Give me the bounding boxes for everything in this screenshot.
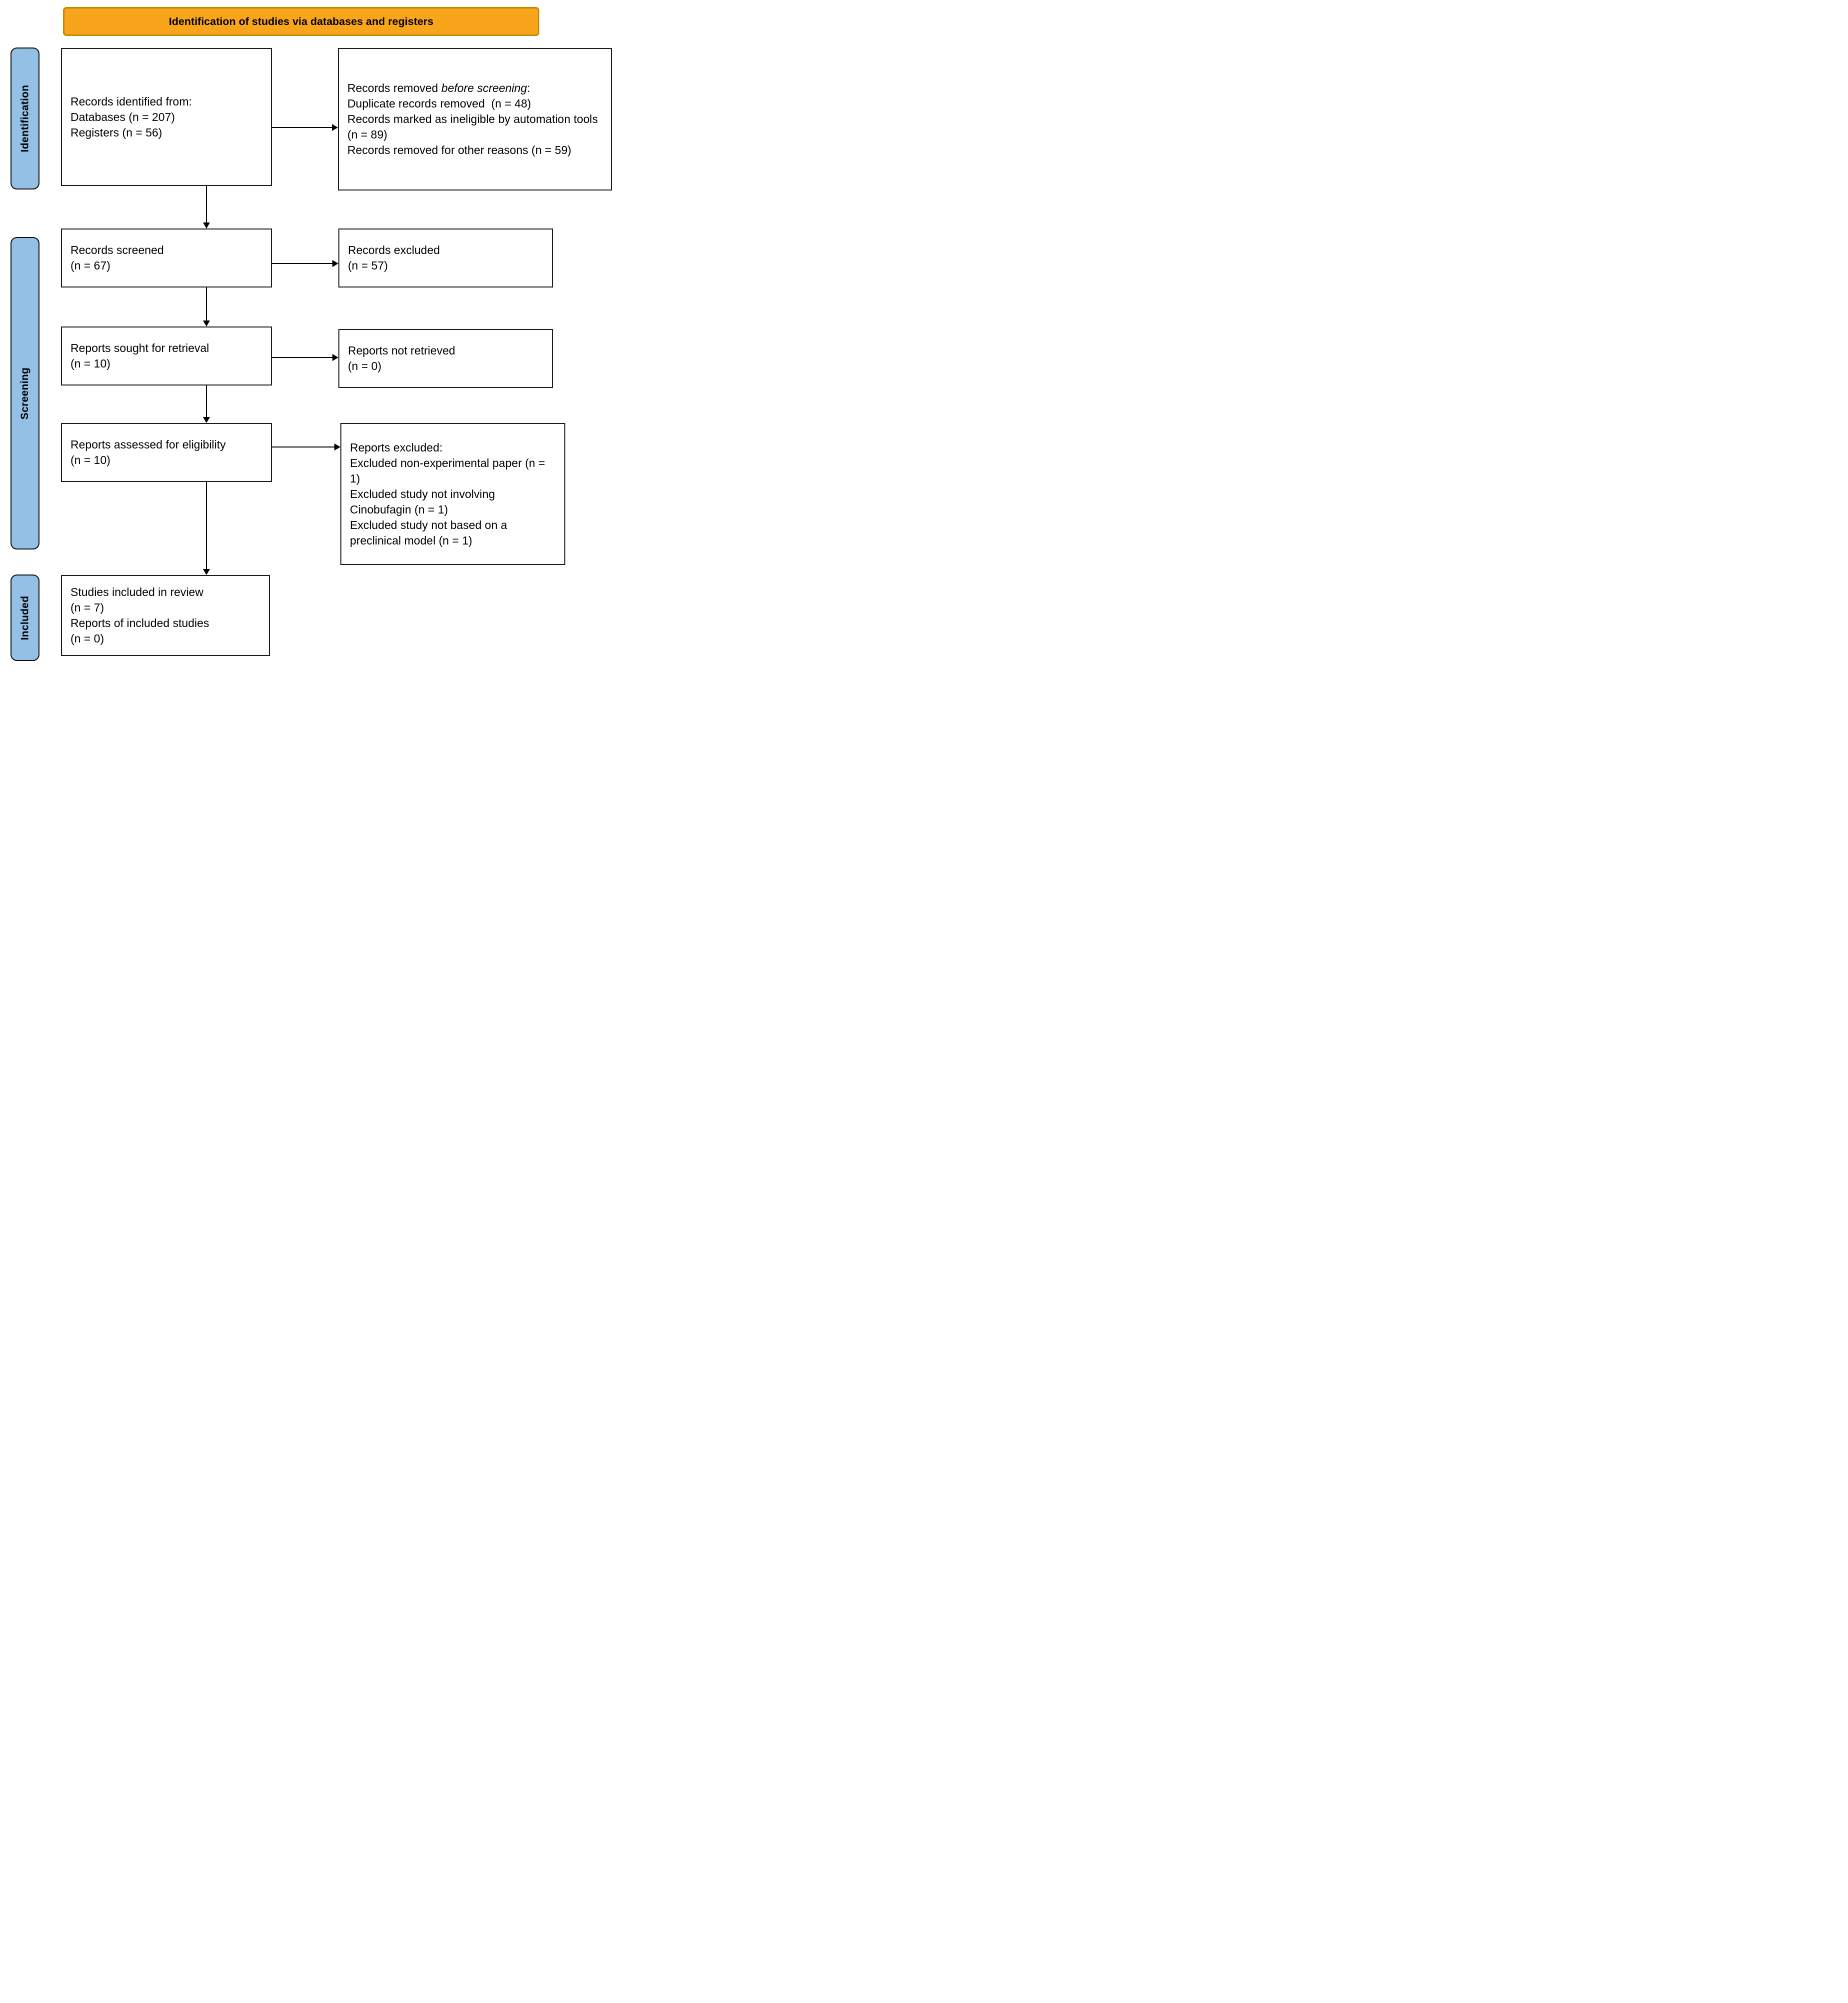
box-text-line: Studies included in review xyxy=(70,586,203,598)
arrow-head-right-icon xyxy=(334,444,340,450)
box-text-line: Excluded study not based on a preclinica… xyxy=(350,518,510,547)
box-studies-included: Studies included in review (n = 7) Repor… xyxy=(61,575,270,656)
box-records-screened: Records screened (n = 67) xyxy=(61,228,272,288)
arrow-shaft xyxy=(206,186,207,223)
stage-label-text: Included xyxy=(19,596,30,640)
arrow-head-down-icon xyxy=(203,417,210,423)
box-records-removed: Records removed before screening: Duplic… xyxy=(338,48,612,190)
arrow-screened-to-excluded xyxy=(272,260,338,267)
arrow-head-down-icon xyxy=(203,320,210,326)
box-reports-assessed: Reports assessed for eligibility (n = 10… xyxy=(61,423,272,482)
arrow-assessed-to-included xyxy=(203,482,210,575)
arrow-screened-to-sought xyxy=(203,288,210,326)
box-text-line: Records removed for other reasons (n = 5… xyxy=(347,144,572,156)
arrow-shaft xyxy=(272,446,335,448)
box-text-line: (n = 7) xyxy=(70,601,104,614)
box-text-line: Databases (n = 207) xyxy=(70,110,175,124)
stage-label-text: Identification xyxy=(19,84,30,152)
arrow-head-down-icon xyxy=(203,222,210,228)
box-text-line: Records identified from: xyxy=(70,94,192,108)
arrow-shaft xyxy=(272,357,333,358)
stage-label-screening: Screening xyxy=(10,237,39,550)
arrow-head-right-icon xyxy=(332,124,338,131)
box-text-line: Records marked as ineligible by automati… xyxy=(347,112,601,141)
box-reports-excluded: Reports excluded: Excluded non-experimen… xyxy=(340,423,565,565)
box-reports-not-retrieved: Reports not retrieved (n = 0) xyxy=(338,329,553,388)
box-text-line: (n = 0) xyxy=(348,360,382,372)
title-banner: Identification of studies via databases … xyxy=(63,7,539,36)
stage-label-text: Screening xyxy=(19,367,31,420)
arrow-shaft xyxy=(206,482,207,570)
stage-label-identification: Identification xyxy=(10,48,39,190)
arrow-head-right-icon xyxy=(332,260,338,267)
box-records-identified: Records identified from: Databases (n = … xyxy=(61,48,272,186)
box-text-line: Records screened xyxy=(70,244,164,256)
box-text-segment: Records removed xyxy=(347,82,441,94)
box-text-line: Reports excluded: xyxy=(350,440,443,454)
diagram-title: Identification of studies via databases … xyxy=(168,15,434,28)
arrow-shaft xyxy=(206,288,207,321)
box-text-line: (n = 10) xyxy=(70,454,110,466)
arrow-identified-to-removed xyxy=(272,124,338,131)
box-text-line: Duplicate records removed (n = 48) xyxy=(347,97,531,110)
box-text-line: (n = 10) xyxy=(70,357,110,370)
box-text-line: (n = 67) xyxy=(70,259,110,272)
box-text-line: Reports of included studies xyxy=(70,616,209,630)
box-text-line: Registers (n = 56) xyxy=(70,126,162,139)
arrow-shaft xyxy=(272,127,332,128)
box-text-line: Reports assessed for eligibility xyxy=(70,438,226,451)
box-text-segment-italic: before screening xyxy=(441,82,527,94)
arrow-head-down-icon xyxy=(203,569,210,575)
stage-label-included: Included xyxy=(10,574,39,661)
arrow-sought-to-assessed xyxy=(203,386,210,423)
box-text-line: (n = 57) xyxy=(348,259,388,272)
box-text-line: (n = 0) xyxy=(70,632,104,645)
arrow-sought-to-not-retrieved xyxy=(272,354,338,361)
arrow-identified-to-screened xyxy=(203,186,210,228)
arrow-assessed-to-reports-excluded xyxy=(272,444,340,450)
box-text-line: Excluded non-experimental paper (n = 1) xyxy=(350,456,548,485)
box-reports-sought: Reports sought for retrieval (n = 10) xyxy=(61,326,272,386)
box-text-line: Records excluded xyxy=(348,244,440,256)
prisma-flow-diagram: Identification of studies via databases … xyxy=(0,0,616,668)
box-text-line: Reports not retrieved xyxy=(348,344,455,357)
box-text-line: Records removed before screening: xyxy=(347,80,605,96)
arrow-shaft xyxy=(206,386,207,418)
box-records-excluded: Records excluded (n = 57) xyxy=(338,228,553,288)
arrow-head-right-icon xyxy=(332,354,338,361)
box-text-line: Excluded study not involving Cinobufagin… xyxy=(350,487,498,516)
box-text-line: Reports sought for retrieval xyxy=(70,342,209,354)
arrow-shaft xyxy=(272,263,333,264)
box-text-segment: : xyxy=(527,82,530,94)
